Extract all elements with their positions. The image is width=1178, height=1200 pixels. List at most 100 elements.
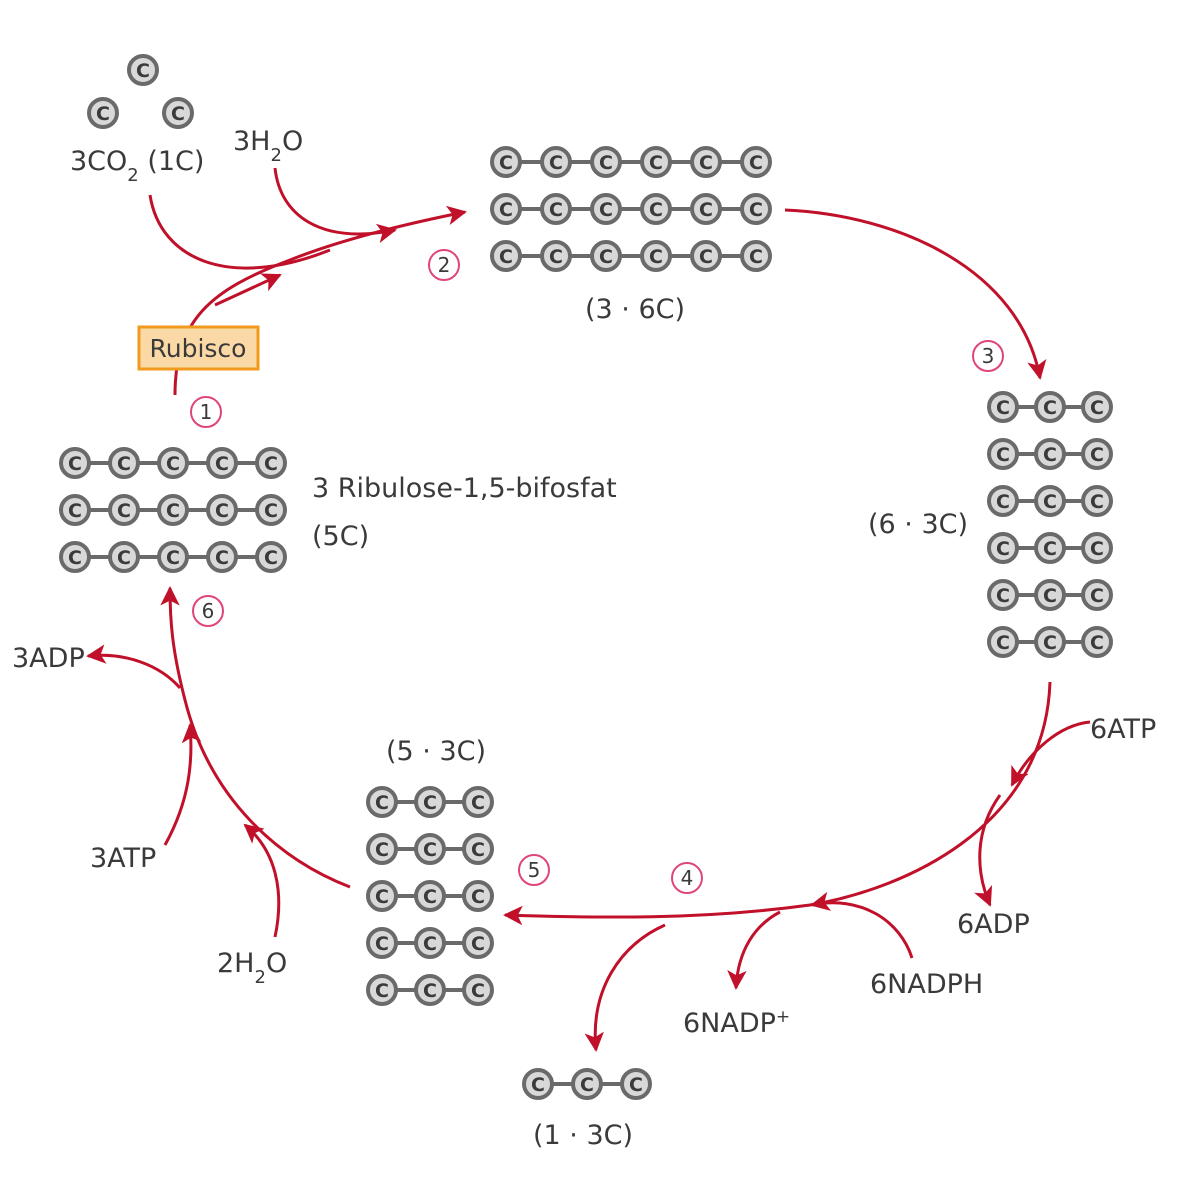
carbon-atom: C (206, 494, 238, 526)
svg-text:C: C (996, 397, 1010, 419)
carbon-atom: C (59, 494, 91, 526)
carbon-atom: C (740, 146, 772, 178)
svg-text:C: C (649, 246, 663, 268)
labels: 3CO2 (1C) 3H2O (3 · 6C) (6 · 3C) 3 Ribul… (12, 126, 1156, 1151)
svg-text:C: C (1043, 538, 1057, 560)
carbon-atom: C (108, 541, 140, 573)
svg-text:C: C (499, 152, 513, 174)
svg-text:C: C (1043, 632, 1057, 654)
svg-text:C: C (996, 585, 1010, 607)
carbon-atom: C (157, 494, 189, 526)
carbon-atom: C (540, 193, 572, 225)
svg-text:C: C (699, 246, 713, 268)
carbon-atom: C (1081, 579, 1113, 611)
step-number: 2 (438, 253, 451, 277)
h2o-label: 3H2O (233, 126, 303, 166)
svg-text:C: C (471, 980, 485, 1002)
svg-text:C: C (264, 547, 278, 569)
carbon-atom: C (640, 240, 672, 272)
svg-text:C: C (629, 1074, 643, 1096)
rubisco-enzyme: Rubisco (137, 325, 260, 371)
svg-text:C: C (996, 632, 1010, 654)
svg-text:C: C (749, 246, 763, 268)
carbon-atom: C (987, 532, 1019, 564)
arrow-h2o-merge (273, 167, 397, 243)
step-marker-2: 2 (428, 249, 460, 281)
arrow-adp3-out (86, 644, 182, 689)
step-number: 1 (200, 400, 213, 424)
carbon-atom: C (59, 541, 91, 573)
svg-text:C: C (166, 500, 180, 522)
arrow-nadph-in (810, 891, 914, 959)
svg-text:C: C (375, 839, 389, 861)
arrow-h2o-2-in (243, 823, 281, 938)
svg-text:C: C (499, 199, 513, 221)
svg-text:C: C (699, 152, 713, 174)
carbon-atom: C (987, 579, 1019, 611)
svg-text:C: C (549, 199, 563, 221)
six-carbon-count-label: (3 · 6C) (585, 294, 685, 325)
svg-text:C: C (580, 1074, 594, 1096)
svg-text:C: C (1090, 538, 1104, 560)
carbon-atom: C (490, 240, 522, 272)
step-number: 3 (982, 344, 995, 368)
carbon-atom: C (414, 974, 446, 1006)
carbon-atom: C (157, 447, 189, 479)
svg-text:C: C (531, 1074, 545, 1096)
carbon-atom: C (1081, 626, 1113, 658)
carbon-atom: C (59, 447, 91, 479)
svg-text:C: C (471, 839, 485, 861)
carbon-atom: C (366, 974, 398, 1006)
svg-text:C: C (264, 453, 278, 475)
carbon-atom: C (255, 447, 287, 479)
arrow-3c-down (503, 681, 1052, 926)
h2o-2-label: 2H2O (217, 948, 287, 988)
svg-text:C: C (649, 152, 663, 174)
carbon-atom: C (127, 54, 159, 86)
svg-text:C: C (171, 103, 185, 125)
carbon-atom: C (255, 494, 287, 526)
svg-text:C: C (1090, 491, 1104, 513)
atp3-label: 3ATP (90, 843, 156, 874)
carbon-atom: C (1034, 579, 1066, 611)
svg-text:C: C (1090, 585, 1104, 607)
carbon-atom: C (987, 485, 1019, 517)
svg-text:C: C (996, 491, 1010, 513)
nadp6-label: 6NADP+ (683, 1007, 790, 1039)
carbon-atom: C (490, 193, 522, 225)
svg-text:C: C (136, 60, 150, 82)
carbon-atom: C (414, 786, 446, 818)
adp6-label: 6ADP (957, 909, 1030, 940)
svg-text:C: C (166, 547, 180, 569)
arrow-atp3-in (163, 723, 202, 846)
step-marker-3: 3 (972, 340, 1004, 372)
carbon-atom: C (414, 833, 446, 865)
step-marker-1: 1 (190, 396, 222, 428)
svg-text:C: C (1090, 632, 1104, 654)
svg-text:C: C (215, 453, 229, 475)
carbon-atom: C (462, 786, 494, 818)
carbon-atom: C (640, 193, 672, 225)
carbon-atom: C (462, 974, 494, 1006)
carbon-atom: C (490, 146, 522, 178)
carbon-atom: C (1034, 626, 1066, 658)
carbon-atom: C (108, 494, 140, 526)
nadph6-label: 6NADPH (870, 969, 983, 1000)
svg-text:C: C (549, 246, 563, 268)
carbon-atom: C (987, 438, 1019, 470)
carbon-atom: C (690, 193, 722, 225)
carbon-atom: C (1081, 391, 1113, 423)
